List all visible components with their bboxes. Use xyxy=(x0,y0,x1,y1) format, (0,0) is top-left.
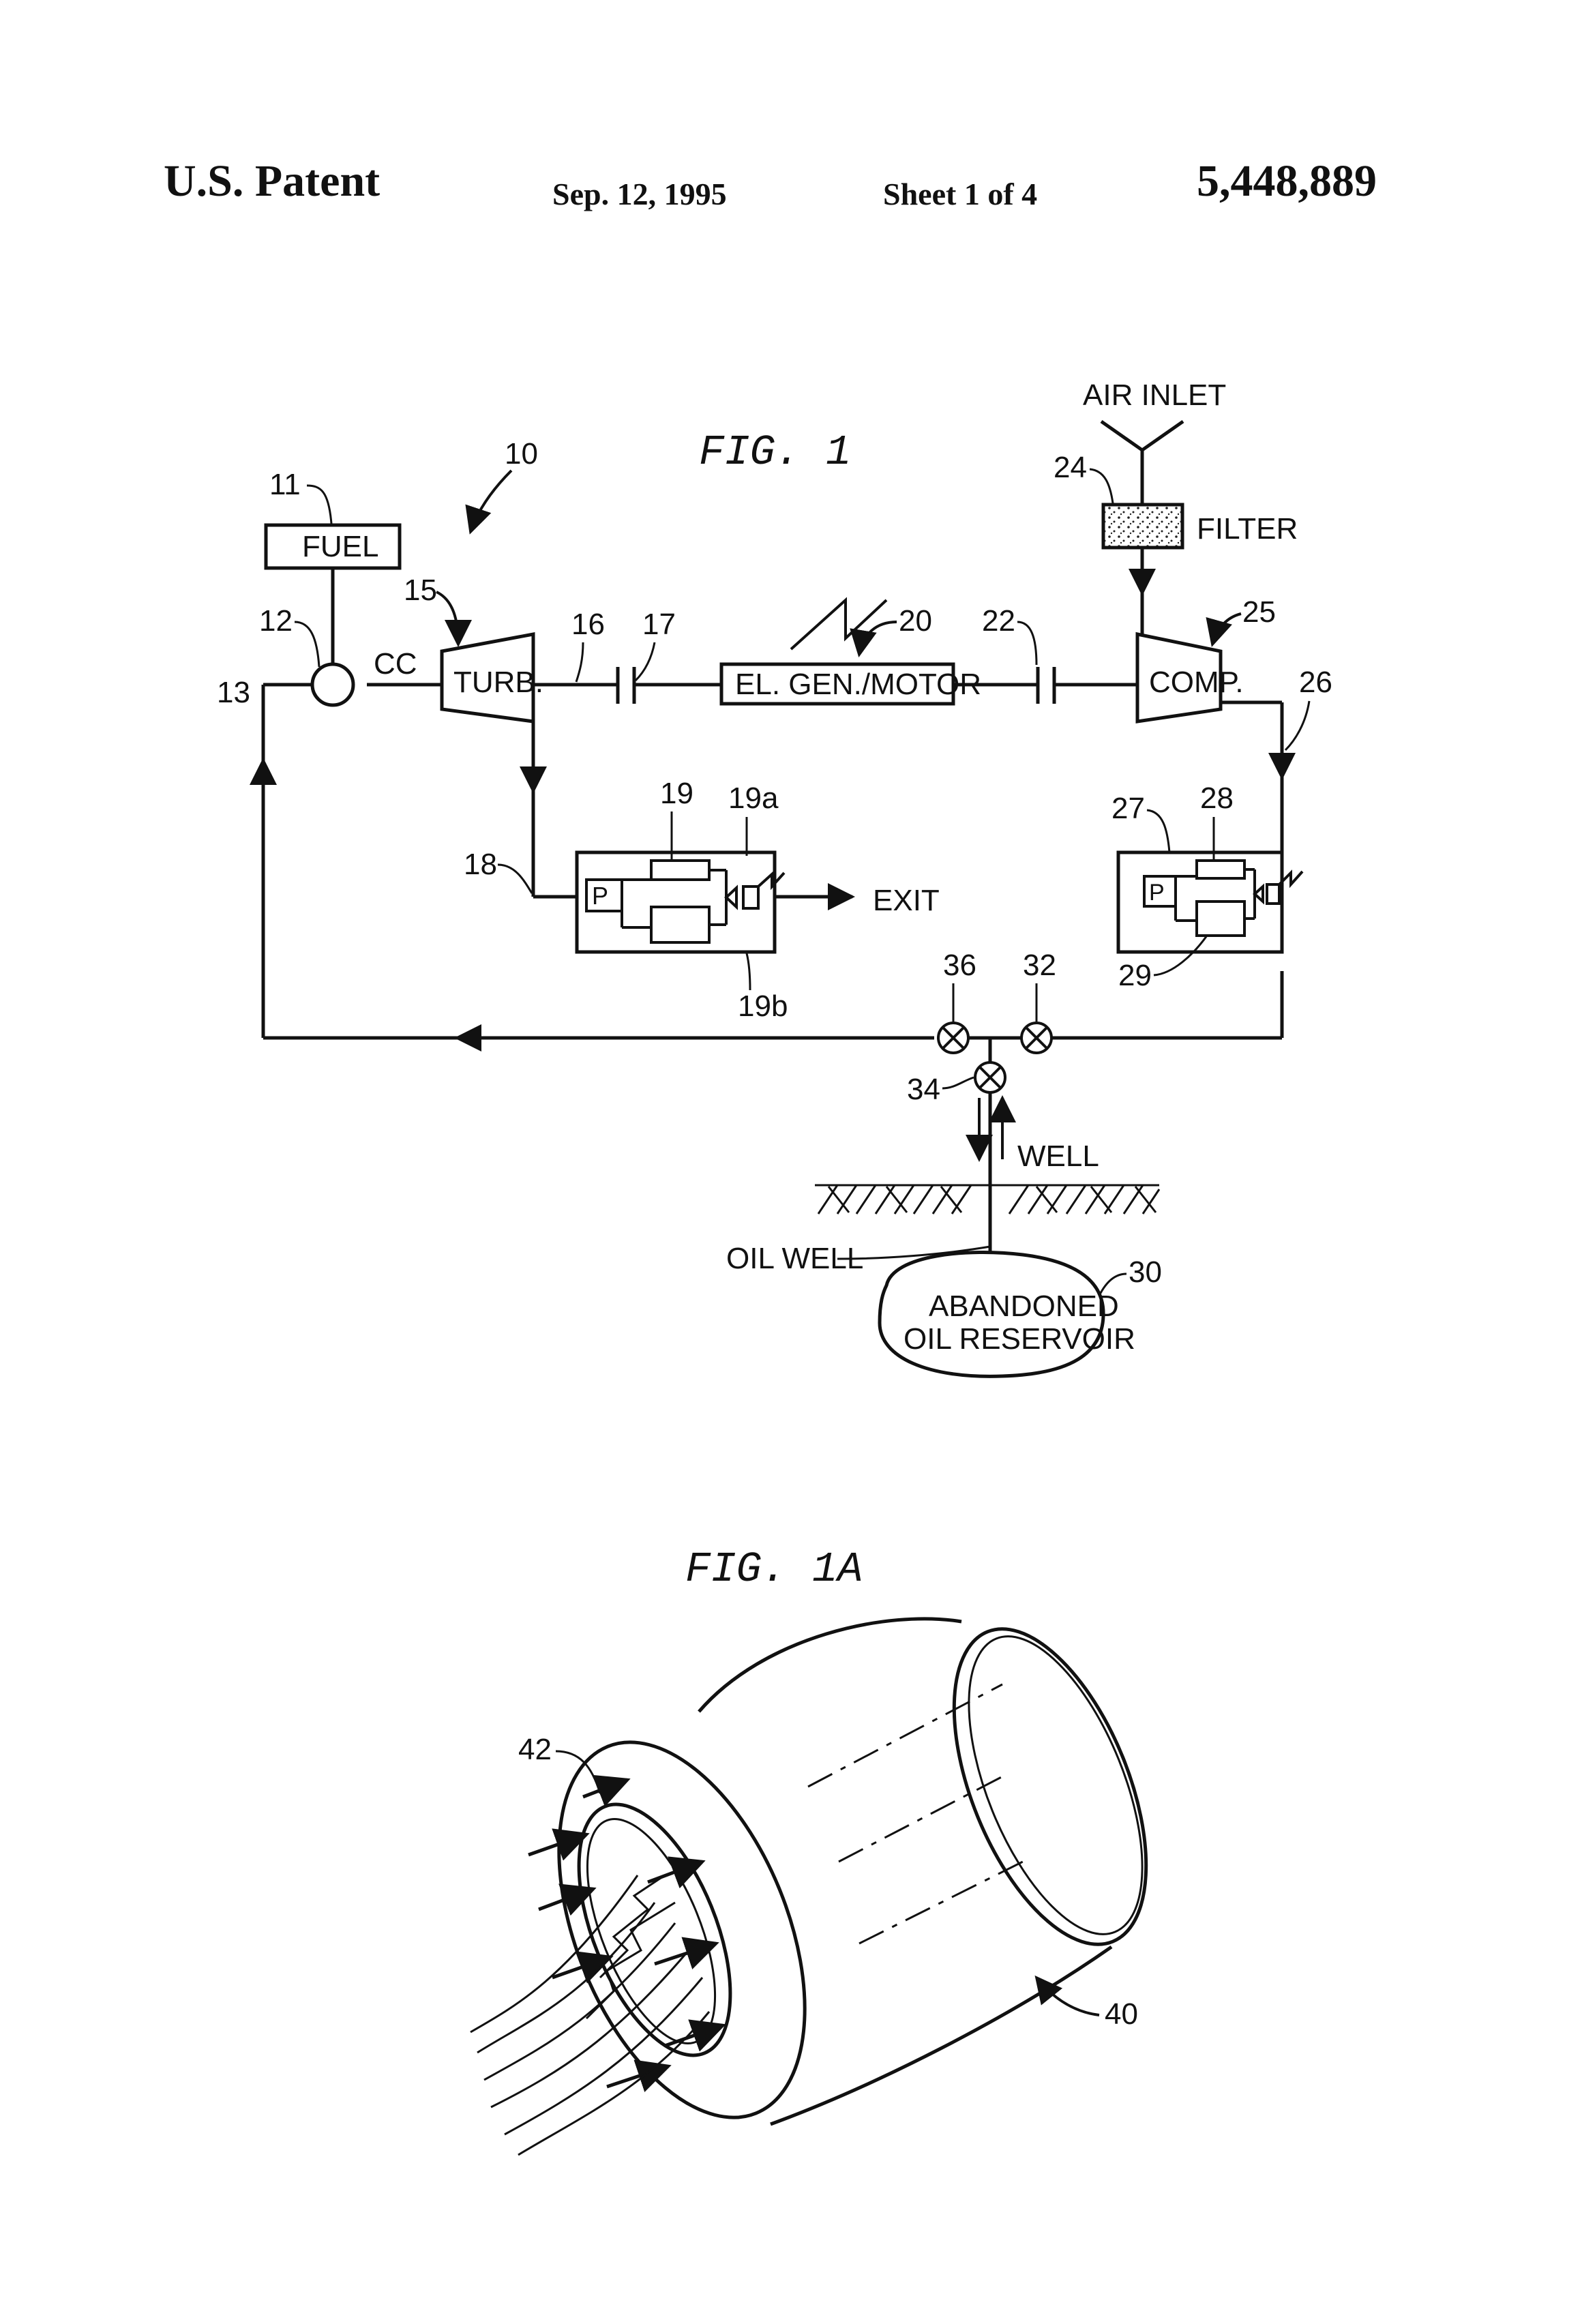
ref-42: 42 xyxy=(518,1733,552,1766)
ref-10: 10 xyxy=(505,437,538,471)
reservoir-label-line1: ABANDONED xyxy=(929,1290,1119,1323)
ref-28: 28 xyxy=(1200,781,1234,815)
reservoir-label-line2: OIL RESERVOIR xyxy=(904,1322,1135,1356)
ground-hatching xyxy=(815,1185,1159,1214)
ref-34: 34 xyxy=(907,1073,940,1106)
fig1-title: FIG. 1 xyxy=(699,428,851,477)
ref-20: 20 xyxy=(899,604,932,638)
ref-24: 24 xyxy=(1054,451,1087,484)
well-label: WELL xyxy=(1017,1139,1099,1173)
lightning-icon xyxy=(791,600,886,649)
ref-19a: 19a xyxy=(728,781,779,815)
filter-label: FILTER xyxy=(1197,512,1298,546)
filter-box xyxy=(1103,505,1182,548)
air-inlet-label: AIR INLET xyxy=(1083,378,1226,412)
cc-label: CC xyxy=(374,647,417,681)
fuel-label: FUEL xyxy=(302,530,378,563)
generator-label: EL. GEN./MOTOR xyxy=(735,668,981,701)
ref-18: 18 xyxy=(464,848,497,881)
fig1a-cylinder xyxy=(510,1603,1186,2153)
ref-17: 17 xyxy=(642,608,676,641)
exit-label: EXIT xyxy=(873,884,940,917)
turbine-label: TURB. xyxy=(453,666,543,699)
compressor-label: COMP. xyxy=(1149,666,1244,699)
ref-40: 40 xyxy=(1105,1997,1138,2031)
ref-22: 22 xyxy=(982,604,1015,638)
valves xyxy=(938,1023,1051,1092)
fig1a-title: FIG. 1A xyxy=(685,1545,863,1594)
right-heat-recovery-unit xyxy=(1118,852,1302,952)
ref-16: 16 xyxy=(571,608,605,641)
ref-11: 11 xyxy=(269,468,301,501)
ref-13: 13 xyxy=(217,676,250,709)
combustor-chamber xyxy=(312,664,353,705)
ref-15: 15 xyxy=(404,573,437,607)
ref-12: 12 xyxy=(259,604,293,638)
ref-27: 27 xyxy=(1111,792,1145,825)
ref-36: 36 xyxy=(943,949,976,982)
left-p-label: P xyxy=(592,882,608,910)
ref-19: 19 xyxy=(660,777,693,810)
ref-32: 32 xyxy=(1023,949,1056,982)
right-p-label: P xyxy=(1149,880,1165,906)
ref-26: 26 xyxy=(1299,666,1332,699)
ref-30: 30 xyxy=(1129,1255,1162,1289)
ref-25: 25 xyxy=(1242,595,1276,629)
ref-19b: 19b xyxy=(738,989,788,1023)
ref-29: 29 xyxy=(1118,959,1152,992)
